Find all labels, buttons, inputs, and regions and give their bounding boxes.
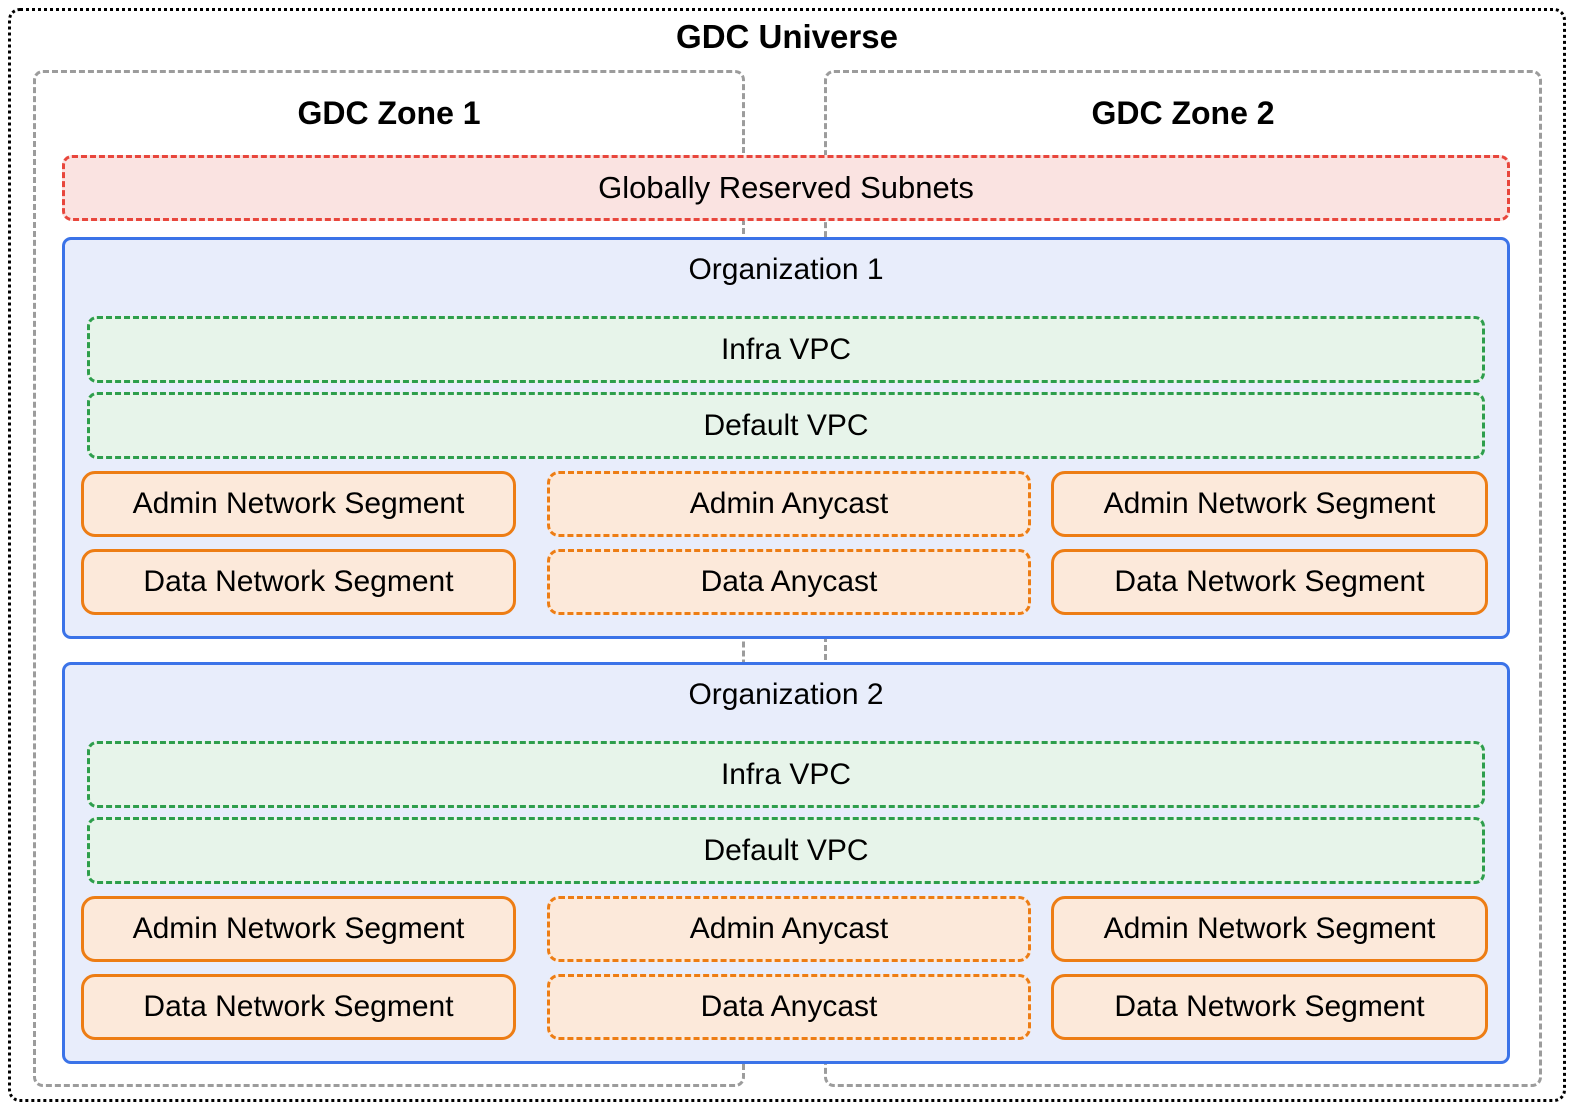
org1-infra-vpc-label: Infra VPC [720,332,852,366]
org1-default-vpc-box: Default VPC [87,392,1485,459]
org1-zone2-data-network-segment-label: Data Network Segment [1114,565,1425,598]
universe-box [8,8,1566,1102]
org2-admin-anycast: Admin Anycast [547,896,1031,962]
org2-default-vpc-box: Default VPC [87,817,1485,884]
org1-zone2-admin-network-segment-label: Admin Network Segment [1103,487,1436,520]
globally-reserved-subnets-label: Globally Reserved Subnets [598,170,974,205]
org1-zone2-admin-network-segment: Admin Network Segment [1051,471,1488,537]
org2-infra-vpc-label: Infra VPC [720,757,852,791]
organization-2-title: Organization 2 [688,678,884,711]
org1-default-vpc-label: Default VPC [703,408,869,442]
org2-zone2-data-network-segment: Data Network Segment [1051,974,1488,1040]
org2-zone1-admin-network-segment: Admin Network Segment [81,896,516,962]
globally-reserved-subnets-box: Globally Reserved Subnets [62,155,1510,221]
org2-default-vpc-label: Default VPC [703,833,869,867]
org2-zone1-data-network-segment: Data Network Segment [81,974,516,1040]
org1-zone1-data-network-segment-label: Data Network Segment [143,565,454,598]
org2-data-anycast-label: Data Anycast [700,990,878,1023]
org1-data-anycast: Data Anycast [547,549,1031,615]
zone-2-title: GDC Zone 2 [1091,95,1275,131]
org1-data-anycast-label: Data Anycast [700,565,878,598]
org1-zone1-admin-network-segment-label: Admin Network Segment [132,487,465,520]
org2-zone2-admin-network-segment-label: Admin Network Segment [1103,912,1436,945]
org2-infra-vpc-box: Infra VPC [87,741,1485,808]
org1-admin-anycast-label: Admin Anycast [689,487,889,520]
org1-admin-anycast: Admin Anycast [547,471,1031,537]
org2-zone2-admin-network-segment: Admin Network Segment [1051,896,1488,962]
universe-title: GDC Universe [676,18,898,55]
org2-zone1-admin-network-segment-label: Admin Network Segment [132,912,465,945]
org1-zone1-admin-network-segment: Admin Network Segment [81,471,516,537]
org2-zone1-data-network-segment-label: Data Network Segment [143,990,454,1023]
organization-1-box: Organization 1 Infra VPC Default VPC Adm… [62,237,1510,639]
organization-2-box: Organization 2 Infra VPC Default VPC Adm… [62,662,1510,1064]
zone-1-title: GDC Zone 1 [297,95,481,131]
org2-admin-anycast-label: Admin Anycast [689,912,889,945]
org1-zone2-data-network-segment: Data Network Segment [1051,549,1488,615]
organization-1-title: Organization 1 [688,253,884,286]
org2-data-anycast: Data Anycast [547,974,1031,1040]
org2-zone2-data-network-segment-label: Data Network Segment [1114,990,1425,1023]
org1-infra-vpc-box: Infra VPC [87,316,1485,383]
org1-zone1-data-network-segment: Data Network Segment [81,549,516,615]
